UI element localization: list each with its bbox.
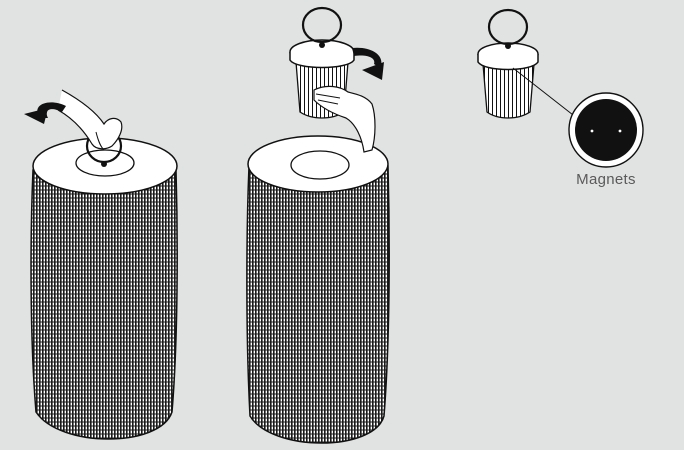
magnet-icon — [569, 93, 643, 167]
purifier-unit-left — [24, 90, 177, 439]
magnets-label: Magnets — [566, 171, 646, 188]
purifier-unit-middle — [247, 8, 389, 443]
purifier-top-opening-middle — [291, 151, 349, 179]
hand-icon — [58, 90, 122, 149]
filter-cartridge-detail — [478, 10, 538, 118]
purifier-body-middle — [247, 166, 389, 443]
purifier-body-left — [31, 170, 177, 439]
